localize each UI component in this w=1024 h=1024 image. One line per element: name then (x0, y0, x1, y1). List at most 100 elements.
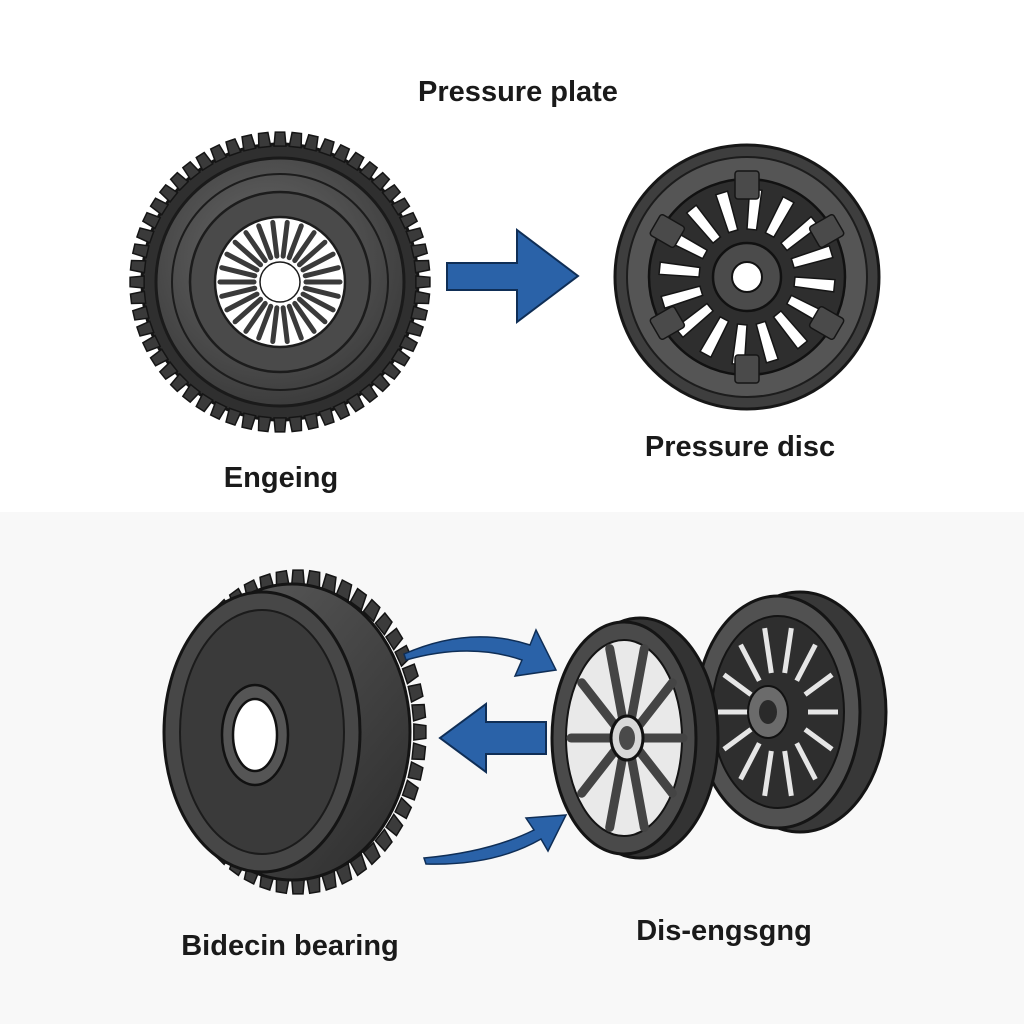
gear-tooth (241, 133, 257, 152)
gear-tooth (390, 348, 411, 367)
disc-slot (772, 309, 809, 350)
gear-tooth (415, 275, 431, 289)
gear-tooth (209, 143, 228, 164)
gear-tooth (225, 407, 242, 427)
rear-disc-slot (782, 627, 794, 674)
rear-disc-slot (794, 643, 818, 682)
rear-disc-slot (738, 742, 762, 781)
gear-tooth (390, 197, 411, 216)
spring-finger (256, 303, 274, 341)
spring-finger (232, 296, 264, 325)
gear-tooth (303, 133, 319, 152)
gear-tooth (257, 131, 272, 149)
disc-hub-hole (731, 261, 763, 293)
label-engaging: Engeing (223, 462, 339, 494)
rear-disc-slots (718, 627, 838, 797)
gear-tooth (358, 160, 379, 181)
spring-finger (296, 239, 328, 268)
bearing-gear-tooth (411, 742, 427, 761)
disc-pad (649, 213, 686, 249)
bearing-gear-tooth (362, 598, 381, 623)
gear-tooth (381, 183, 402, 204)
gear-teeth (129, 131, 431, 433)
gear-tooth (381, 360, 402, 381)
gear-tooth (273, 417, 287, 433)
rear-disc-slot (762, 627, 774, 674)
front-disc-spoke (605, 752, 628, 832)
front-disc-hole (619, 726, 635, 750)
spring-finger (256, 223, 274, 261)
gear-tooth (346, 151, 365, 172)
bearing-gear-tooth (362, 841, 381, 866)
spring-finger (243, 230, 268, 264)
spring-finger (286, 223, 304, 261)
gear-tooth (169, 372, 190, 393)
front-disc-spoke (577, 745, 621, 798)
gear-tooth (181, 383, 202, 404)
pressure-disc-icon (613, 143, 881, 411)
gear-tooth (209, 400, 228, 421)
spring-finger (232, 239, 264, 268)
gear-center-hole (259, 261, 301, 303)
gear-tooth (257, 415, 272, 433)
disc-slot (699, 315, 730, 359)
gear-tooth (141, 334, 162, 353)
bearing-gear-tooth (374, 611, 393, 636)
spring-finger (243, 300, 268, 334)
spring-finger (300, 291, 336, 313)
gear-tooth (398, 334, 419, 353)
gear-tooth (398, 211, 419, 230)
spring-finger (302, 265, 341, 279)
disc-slot (755, 320, 780, 364)
gear-tooth (318, 137, 335, 157)
bearing-gear-tooth (385, 813, 404, 837)
gear-ring (171, 173, 389, 391)
disc-slot (660, 285, 704, 310)
rear-disc (694, 590, 888, 834)
front-disc-spoke (577, 678, 621, 731)
gear-tooth (303, 412, 319, 431)
gear-tooth (195, 151, 214, 172)
gear-tooth (131, 305, 150, 321)
gear-tooth (410, 243, 429, 259)
disc-pad (649, 305, 686, 341)
gear-tooth (273, 131, 287, 147)
bearing-gear-tooth (394, 796, 413, 820)
spring-finger (302, 285, 341, 299)
gear-tooth (410, 305, 429, 321)
spring-finger (270, 305, 280, 345)
label-pressure-disc: Pressure disc (644, 431, 836, 463)
gear-tooth (346, 392, 365, 413)
spring-finger (300, 251, 336, 273)
front-disc-spoke (633, 678, 677, 731)
gear-tooth (135, 227, 155, 244)
disc-pad (734, 170, 760, 200)
gear-tooth (181, 160, 202, 181)
rear-disc-slot (803, 672, 834, 697)
gear-tooth (318, 407, 335, 427)
arrow-icon (422, 814, 568, 865)
gear-tooth (129, 259, 147, 274)
spring-finger (286, 303, 304, 341)
spring-finger (292, 300, 317, 334)
arrow-icon (403, 628, 558, 677)
gear-tooth (370, 171, 391, 192)
gear-tooth (141, 211, 162, 230)
front-disc-spoke (605, 644, 628, 724)
gear-tooth (288, 415, 303, 433)
bearing-gear-tooth (411, 703, 427, 722)
gear-icon (129, 131, 431, 433)
panel-divider (0, 505, 1024, 512)
disc-slot (790, 244, 834, 269)
gear-tooth (131, 243, 150, 259)
gear-tooth (288, 131, 303, 149)
disc-pair-icon (550, 590, 888, 860)
rear-disc-slot (762, 750, 774, 797)
disc-slot (793, 276, 836, 293)
front-disc-spoke (626, 644, 649, 724)
label-bearing: Bidecin bearing (181, 930, 399, 962)
rear-disc-slot (794, 742, 818, 781)
gear-tooth (225, 137, 242, 157)
rear-disc-slot (803, 727, 834, 752)
disc-slot (658, 261, 701, 278)
